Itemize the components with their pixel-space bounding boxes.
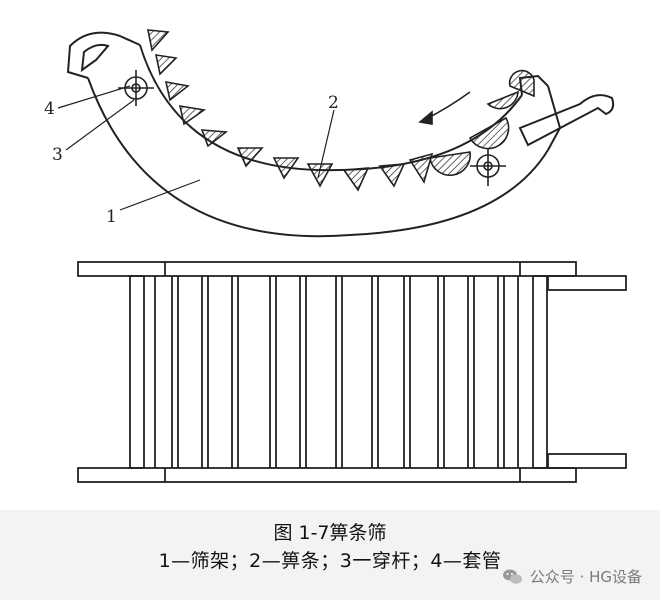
top-rail [77, 261, 577, 277]
right-extension-bottom [547, 453, 627, 469]
callout-2: 2 [328, 93, 339, 113]
grate-screen-diagram: 4 3 1 2 [44, 29, 627, 483]
grate-bar [342, 167, 370, 192]
figure-legend: 1—筛架；2—箅条；3一穿杆；4—套管 [158, 550, 502, 572]
right-hook [518, 94, 615, 147]
callout-3: 3 [52, 145, 63, 165]
rotation-arrow [418, 91, 471, 125]
right-extension-top [547, 275, 627, 291]
leader-lines [57, 85, 335, 211]
callout-4: 4 [44, 99, 55, 119]
grate-bar [154, 54, 178, 76]
grate-bar [408, 152, 434, 184]
grate-bar [272, 157, 300, 180]
watermark-text: 公众号 · HG设备 [529, 568, 642, 586]
sleeve-right [470, 148, 506, 186]
grate-bar [306, 163, 334, 188]
wechat-icon [502, 569, 522, 584]
plan-view [77, 261, 627, 483]
grate-bar [236, 147, 264, 168]
bottom-rail [77, 467, 577, 483]
callout-1: 1 [106, 207, 117, 227]
grate-bar-lines [154, 276, 519, 468]
grate-bars [147, 29, 434, 192]
round-bars [429, 69, 535, 176]
grate-bar [200, 129, 229, 148]
grate-bar [164, 80, 190, 102]
grate-bar [178, 105, 207, 126]
watermark: 公众号 · HG设备 [502, 566, 642, 587]
caption-area: 图 1-7箅条筛 1—筛架；2—箅条；3一穿杆；4—套管 公众号 · HG设备 [0, 510, 660, 600]
figure-title: 图 1-7箅条筛 [273, 522, 387, 544]
grate-bar [147, 29, 170, 52]
grate-bar [378, 163, 406, 188]
